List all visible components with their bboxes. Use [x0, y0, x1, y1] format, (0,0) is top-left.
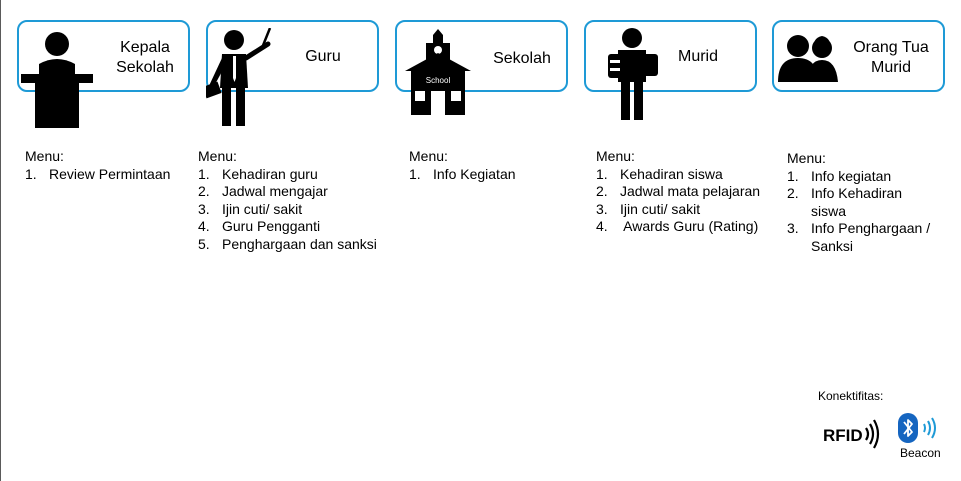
menu-item: 1.Kehadiran siswa [596, 165, 723, 182]
parents-silhouette-icon [778, 35, 838, 82]
bluetooth-beacon-icon [898, 413, 936, 443]
menu-heading: Menu: [198, 148, 237, 164]
principal-at-podium-icon [21, 32, 93, 128]
menu-item: 1.Info kegiatan [787, 167, 892, 184]
rfid-label: RFID [823, 426, 863, 445]
school-sign-text: School [426, 76, 451, 85]
menu-heading: Menu: [409, 148, 448, 164]
menu-item: 1.Review Permintaan [25, 165, 171, 182]
menu-sekolah: Menu: 1.Info Kegiatan [409, 148, 579, 183]
menu-item: 1.Kehadiran guru [198, 165, 318, 182]
menu-item: 1.Info Kegiatan [409, 165, 516, 182]
menu-item: 4.Guru Pengganti [198, 218, 321, 234]
role-box-orang-tua-murid: Orang Tua Murid [772, 20, 945, 92]
rfid-waves-icon: RFID [823, 419, 880, 449]
role-title-sekolah: Sekolah [493, 50, 551, 67]
menu-murid: Menu: 1.Kehadiran siswa 2.Jadwal mata pe… [596, 148, 781, 236]
menu-heading: Menu: [787, 150, 826, 166]
student-with-books-icon [608, 28, 658, 120]
menu-item: 2.Info Kehadiran siswa [787, 185, 903, 219]
role-box-murid: Murid [584, 20, 757, 120]
left-border-line [0, 0, 1, 481]
menu-orang-tua-murid: Menu: 1.Info kegiatan 2.Info Kehadiran s… [787, 150, 947, 255]
menu-item: 3.Info Penghargaan / Sanksi [787, 220, 931, 254]
school-building-icon: School [405, 29, 471, 115]
menu-item: 4. Awards Guru (Rating) [596, 218, 759, 234]
menu-item: 5.Penghargaan dan sanksi [198, 235, 377, 252]
role-title-murid: Murid [677, 48, 718, 65]
role-title-guru: Guru [305, 48, 341, 65]
teacher-with-pointer-icon [206, 28, 272, 126]
menu-item: 3.Ijin cuti/ sakit [596, 200, 701, 217]
role-box-kepala-sekolah: Kepala Sekolah [17, 20, 190, 128]
role-box-sekolah: School Sekolah [395, 20, 568, 115]
menu-guru: Menu: 1.Kehadiran guru 2.Jadwal mengajar… [198, 148, 398, 253]
role-title-kepala-sekolah: Kepala Sekolah [116, 39, 174, 76]
menu-item: 2.Jadwal mengajar [198, 183, 328, 199]
role-box-guru: Guru [206, 20, 379, 126]
menu-heading: Menu: [596, 148, 635, 164]
role-title-orang-tua-murid: Orang Tua Murid [853, 39, 929, 76]
menu-item: 2.Jadwal mata pelajaran [596, 183, 761, 199]
menu-heading: Menu: [25, 148, 64, 164]
menu-item: 3.Ijin cuti/ sakit [198, 200, 303, 217]
menu-kepala-sekolah: Menu: 1.Review Permintaan [25, 148, 195, 183]
connectivity-title: Konektifitas: [818, 389, 884, 403]
beacon-label: Beacon [900, 446, 941, 460]
